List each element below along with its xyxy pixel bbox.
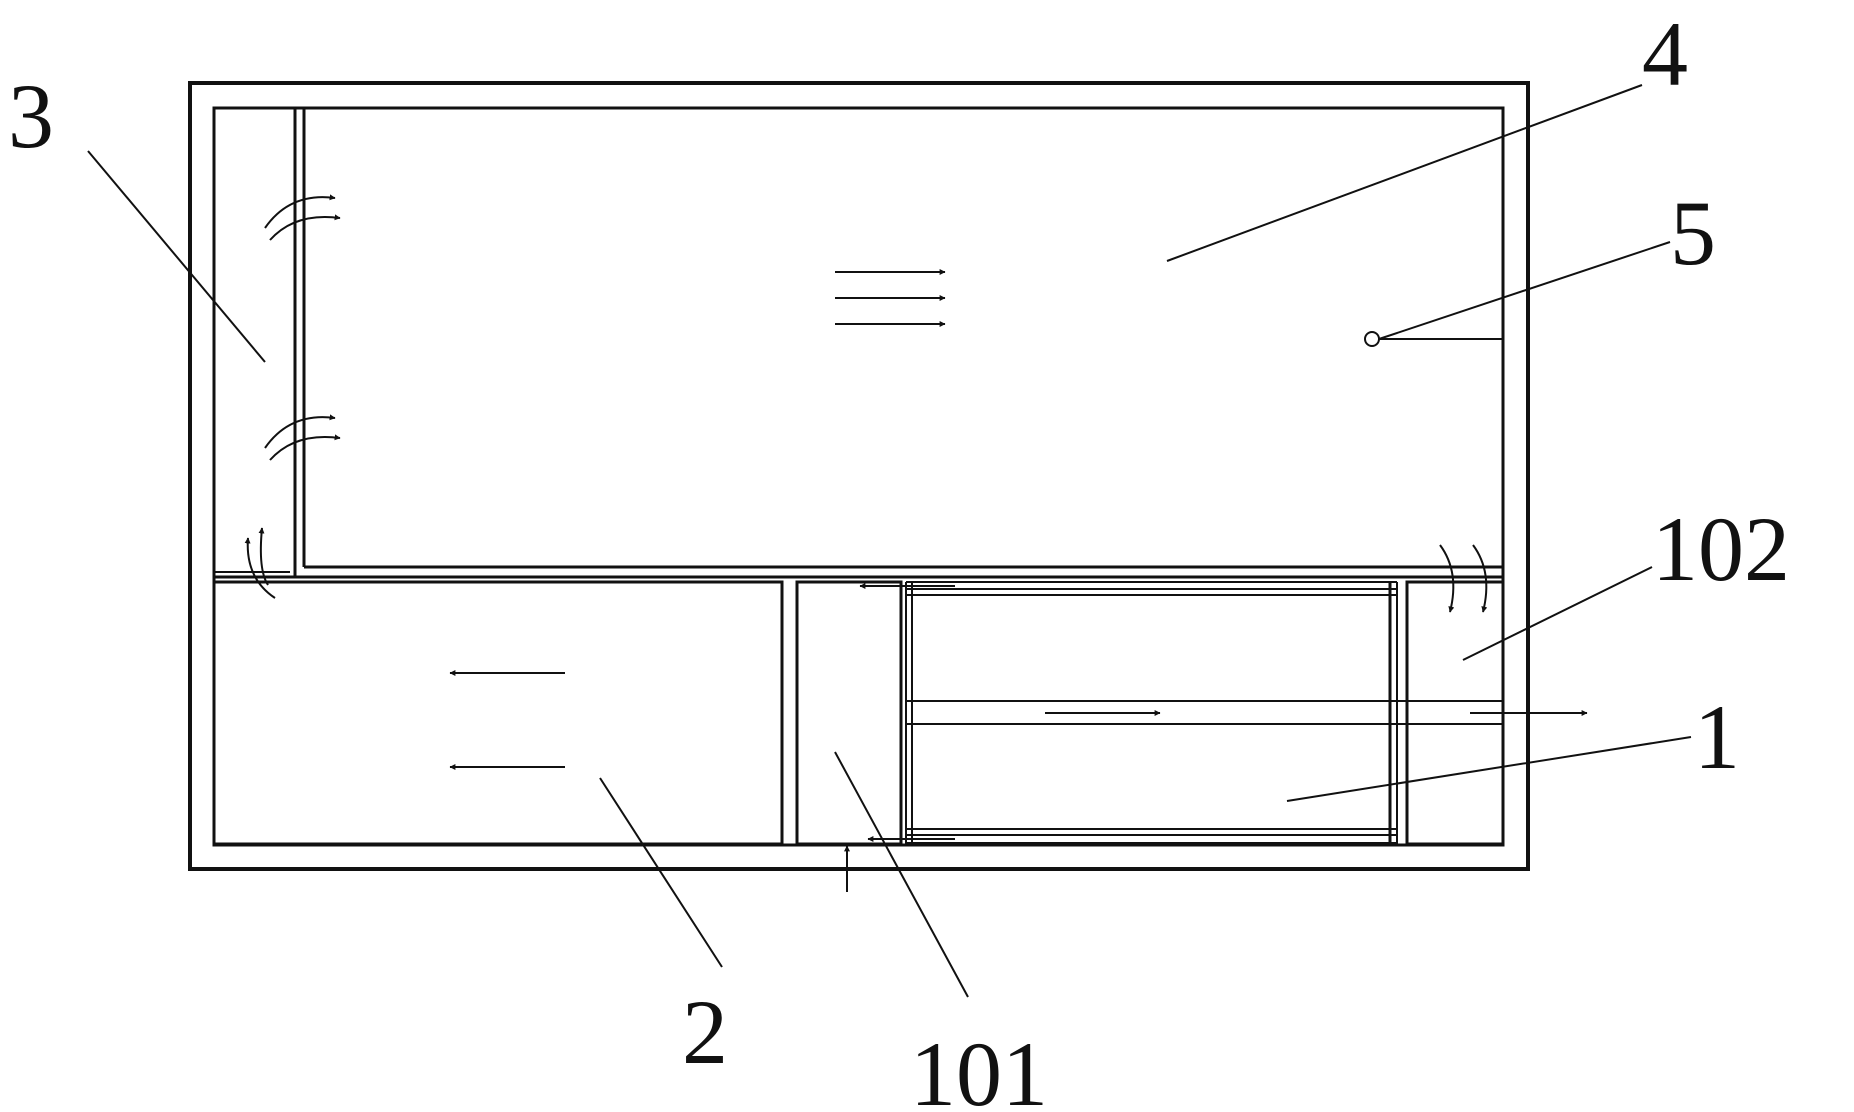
leader-line-101	[834, 751, 969, 998]
flow-arrow	[264, 194, 336, 229]
channel-3	[293, 108, 306, 577]
flow-arrows	[214, 194, 1588, 892]
compartment-101	[795, 580, 903, 846]
leader-line-4	[1166, 84, 1643, 262]
flow-arrow	[264, 414, 336, 449]
leader-line-5	[1378, 241, 1671, 340]
leader-line-2	[599, 777, 723, 968]
label-2: 2	[682, 981, 728, 1083]
flow-arrow	[1472, 544, 1488, 613]
label-3: 3	[8, 65, 54, 167]
label-4: 4	[1642, 3, 1688, 105]
flow-arrow	[258, 527, 269, 586]
label-1: 1	[1694, 686, 1740, 788]
label-102: 102	[1652, 498, 1790, 600]
leader-lines	[87, 84, 1692, 998]
compartment-2	[212, 580, 784, 846]
flow-arrow	[269, 214, 341, 241]
label-101: 101	[910, 1023, 1048, 1112]
unit-1	[899, 581, 1503, 844]
flow-arrow	[1439, 544, 1455, 613]
label-5: 5	[1670, 182, 1716, 284]
chamber-4-floor	[214, 565, 1503, 579]
leader-line-102	[1462, 566, 1653, 661]
leader-line-1	[1286, 736, 1692, 802]
flow-arrow	[269, 434, 341, 461]
leader-line-3	[87, 150, 266, 363]
sensor-5	[1364, 331, 1503, 347]
